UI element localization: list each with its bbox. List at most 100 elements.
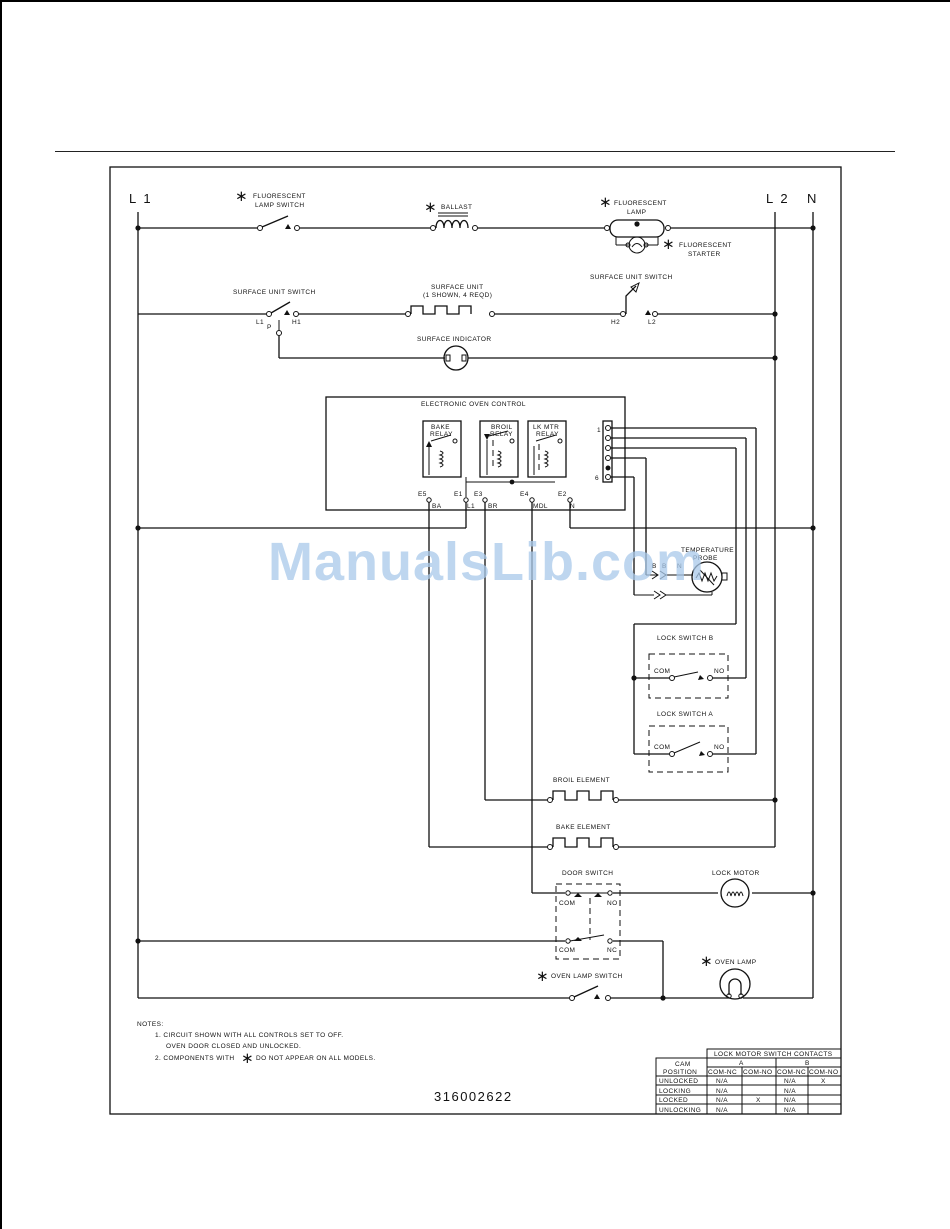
bake-relay-label: BAKE: [431, 424, 450, 431]
document-number: 316002622: [434, 1089, 513, 1104]
lock-switch-a-label: LOCK SWITCH A: [657, 711, 713, 718]
connector-harness: [611, 427, 757, 754]
lk-mtr-relay-label-2: RELAY: [536, 431, 559, 438]
eoc-feed-wiring: [135, 502, 816, 894]
eoc-terminal-ba: BA: [432, 503, 442, 510]
diagram-frame: [109, 166, 842, 1115]
lock-row-1-label: UNLOCKED: [659, 1078, 698, 1085]
lock-row-3-c1: N/A: [716, 1097, 728, 1104]
lock-row-4-c1: N/A: [716, 1107, 728, 1114]
lock-row-2-c3: N/A: [784, 1088, 796, 1095]
lock-row-3-label: LOCKED: [659, 1097, 688, 1104]
oven-lamp-label: OVEN LAMP: [715, 959, 757, 966]
door-switch: [135, 878, 816, 998]
door-switch-no: NO: [607, 900, 618, 907]
temperature-probe-label-2: PROBE: [693, 555, 718, 562]
lk-mtr-relay-label: LK MTR: [533, 424, 559, 431]
lock-switches: [631, 653, 756, 773]
watermark: ManualsLib.com: [268, 532, 705, 592]
surface-unit-circuit: [138, 282, 778, 371]
fluorescent-starter-label-2: STARTER: [688, 251, 721, 258]
surface-indicator-label: SURFACE INDICATOR: [417, 336, 491, 343]
heating-elements: [547, 790, 778, 850]
oven-lamp-circuit: [138, 968, 813, 1001]
temperature-probe: [634, 561, 728, 600]
lock-table-position: POSITION: [663, 1069, 697, 1076]
asterisk-ballast: ∗: [424, 199, 437, 216]
notes-heading: NOTES:: [137, 1021, 164, 1028]
eoc-terminal-l1: L1: [467, 503, 475, 510]
lock-row-4-c3: N/A: [784, 1107, 796, 1114]
notes-line-3: 2. COMPONENTS WITH: [155, 1055, 234, 1062]
lock-switch-a-no: NO: [714, 744, 725, 751]
asterisk-starter: ∗: [662, 236, 675, 253]
surface-unit-label: SURFACE UNIT: [431, 284, 483, 291]
lock-table-sub-2: COM-NO: [743, 1069, 772, 1076]
terminal-h2: H2: [611, 319, 620, 326]
broil-relay-label-2: RELAY: [490, 431, 513, 438]
notes-line-1: 1. CIRCUIT SHOWN WITH ALL CONTROLS SET T…: [155, 1032, 344, 1039]
eoc-label: ELECTRONIC OVEN CONTROL: [421, 401, 526, 408]
lock-switch-a-com: COM: [654, 744, 670, 751]
lock-table-group-a: A: [739, 1060, 744, 1067]
lock-table-sub-3: COM-NC: [777, 1069, 806, 1076]
door-switch-com-bottom: COM: [559, 947, 575, 954]
terminal-h1: H1: [292, 319, 301, 326]
fluorescent-lamp-switch-label: FLUORESCENT: [253, 193, 306, 200]
rail-n-label: N: [807, 191, 818, 206]
probe-pin-b2: B: [662, 563, 667, 570]
notes-asterisk: ∗: [241, 1050, 254, 1067]
temperature-probe-label: TEMPERATURE: [681, 547, 734, 554]
terminal-l2-right: L2: [648, 319, 656, 326]
notes-line-2: OVEN DOOR CLOSED AND UNLOCKED.: [166, 1043, 301, 1050]
lock-row-4-label: UNLOCKING: [659, 1107, 701, 1114]
rail-lines: [137, 212, 814, 998]
eoc-terminal-e2: E2: [558, 491, 567, 498]
lock-row-1-c1: N/A: [716, 1078, 728, 1085]
probe-pin-b1: B: [652, 563, 657, 570]
lock-table-sub-1: COM-NC: [708, 1069, 737, 1076]
terminal-l1-left: L1: [256, 319, 264, 326]
asterisk-fluor-lamp: ∗: [599, 194, 612, 211]
fluorescent-starter-label: FLUORESCENT: [679, 242, 732, 249]
door-switch-com-top: COM: [559, 900, 575, 907]
lock-table-cam: CAM: [675, 1061, 691, 1068]
header-rule: [55, 151, 895, 152]
fluorescent-lamp-switch-label-2: LAMP SWITCH: [255, 202, 304, 209]
lock-row-3-c2: X: [756, 1097, 761, 1104]
lock-switch-b-no: NO: [714, 668, 725, 675]
fluorescent-lamp-label-2: LAMP: [627, 209, 646, 216]
eoc-terminal-br: BR: [488, 503, 498, 510]
lock-row-3-c3: N/A: [784, 1097, 796, 1104]
fluorescent-lamp-label: FLUORESCENT: [614, 200, 667, 207]
eoc-terminal-e1: E1: [454, 491, 463, 498]
lock-table-sub-4: COM-NO: [809, 1069, 838, 1076]
oven-lamp-switch-label: OVEN LAMP SWITCH: [551, 973, 623, 980]
rail-l1-label: L 1: [129, 191, 153, 206]
lock-table-group-b: B: [805, 1060, 810, 1067]
rail-l2-label: L 2: [766, 191, 790, 206]
broil-relay-label: BROIL: [491, 424, 513, 431]
connector-pin-6: 6: [595, 475, 599, 482]
surface-unit-label-2: (1 SHOWN, 4 REQD): [423, 292, 492, 299]
bake-element-label: BAKE ELEMENT: [556, 824, 611, 831]
lock-switch-b-label: LOCK SWITCH B: [657, 635, 713, 642]
door-switch-nc: NC: [607, 947, 617, 954]
lock-row-1-c3: N/A: [784, 1078, 796, 1085]
door-switch-label: DOOR SWITCH: [562, 870, 613, 877]
asterisk-oven-lamp-switch: ∗: [536, 968, 549, 985]
lock-motor-table: [655, 1048, 842, 1115]
asterisk-oven-lamp: ∗: [700, 953, 713, 970]
eoc-terminal-mdl: MDL: [533, 503, 548, 510]
lock-row-1-c4: X: [821, 1078, 826, 1085]
lock-motor-label: LOCK MOTOR: [712, 870, 760, 877]
bake-relay-label-2: RELAY: [430, 431, 453, 438]
fluorescent-circuit: [135, 212, 816, 254]
eoc-terminal-e3: E3: [474, 491, 483, 498]
probe-pin-n: N: [677, 563, 682, 570]
lock-table-title: LOCK MOTOR SWITCH CONTACTS: [714, 1051, 833, 1058]
ballast-label: BALLAST: [441, 204, 472, 211]
electronic-oven-control: [325, 396, 626, 511]
